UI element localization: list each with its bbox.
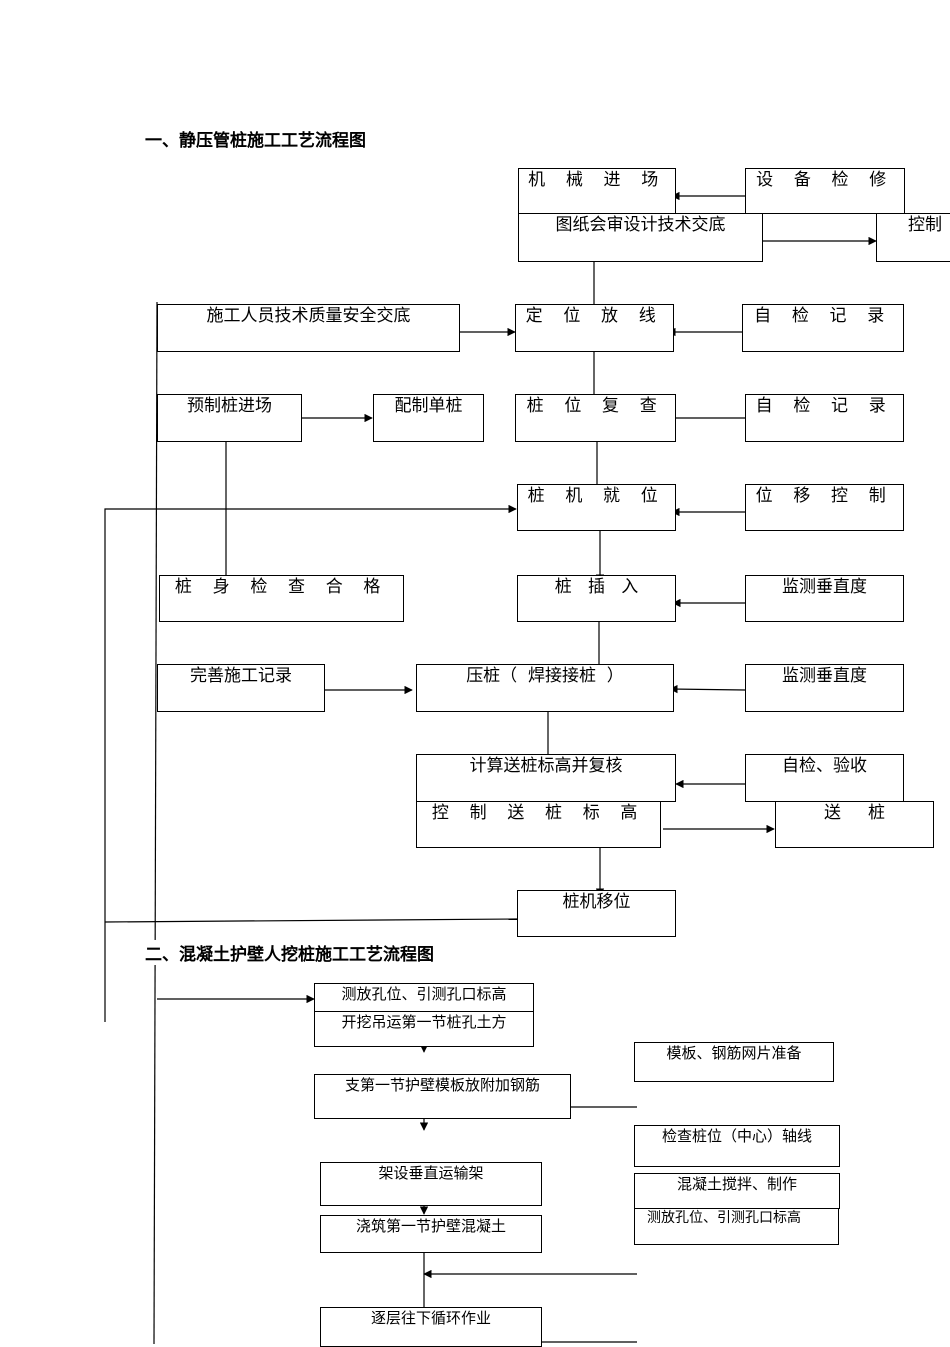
- section2-title: 二、混凝土护壁人挖桩施工工艺流程图: [145, 940, 434, 965]
- machinery-entry-box: 机 械 进 场: [518, 168, 676, 214]
- send-pile-box: 送 桩: [775, 801, 934, 848]
- check-axis-box: 检查桩位（中心）轴线: [634, 1125, 840, 1167]
- drawing-review-box: 图纸会审设计技术交底: [518, 213, 763, 262]
- self-check-accept-box: 自检、验收: [745, 754, 904, 802]
- measure-hole-box-2: 测放孔位、引测孔口标高: [634, 1208, 839, 1245]
- positioning-box: 定 位 放 线: [515, 304, 674, 352]
- machine-move-box: 桩机移位: [517, 890, 676, 937]
- press-pile-box: 压桩（ 焊接接桩 ）: [416, 664, 674, 712]
- erect-frame-box: 架设垂直运输架: [320, 1162, 542, 1206]
- precast-entry-box: 预制桩进场: [157, 394, 302, 442]
- machine-in-place-box: 桩 机 就 位: [517, 484, 676, 531]
- pile-recheck-box: 桩 位 复 查: [515, 394, 676, 442]
- staff-briefing-box: 施工人员技术质量安全交底: [157, 304, 460, 352]
- verticality-box-1: 监测垂直度: [745, 575, 904, 622]
- line-left-vertical: [153, 301, 158, 1344]
- self-check-box-2: 自 检 记 录: [745, 394, 904, 442]
- complete-records-box: 完善施工记录: [157, 664, 325, 712]
- pile-insert-box: 桩 插 入: [517, 575, 676, 622]
- excavate-first-box: 开挖吊运第一节桩孔土方: [314, 1011, 534, 1047]
- verticality-box-2: 监测垂直度: [745, 664, 904, 712]
- equipment-check-box: 设 备 检 修: [745, 168, 905, 214]
- control-elevation-box: 控 制 送 桩 标 高: [416, 801, 661, 848]
- pile-body-ok-box: 桩 身 检 查 合 格: [159, 575, 404, 622]
- single-pile-box: 配制单桩: [373, 394, 484, 442]
- arrow-vert2-to-press: [669, 684, 746, 694]
- section1-title: 一、静压管桩施工工艺流程图: [145, 126, 366, 151]
- pour-wall-box: 浇筑第一节护壁混凝土: [320, 1215, 542, 1253]
- measure-hole-box: 测放孔位、引测孔口标高: [314, 983, 534, 1012]
- control-partial-box: 控制: [876, 213, 950, 262]
- calc-elevation-box: 计算送桩标高并复核: [416, 754, 676, 802]
- self-check-box-1: 自 检 记 录: [742, 304, 904, 352]
- support-formwork-box: 支第一节护壁模板放附加钢筋: [314, 1074, 571, 1119]
- cycle-down-box: 逐层往下循环作业: [320, 1307, 542, 1347]
- arrow-loop-to-machine: [104, 504, 517, 1022]
- displacement-control-box: 位 移 控 制: [745, 484, 904, 531]
- line-move-loop: [104, 918, 518, 923]
- formwork-prep-box: 模板、钢筋网片准备: [634, 1042, 834, 1082]
- concrete-mix-box: 混凝土搅拌、制作: [634, 1173, 840, 1209]
